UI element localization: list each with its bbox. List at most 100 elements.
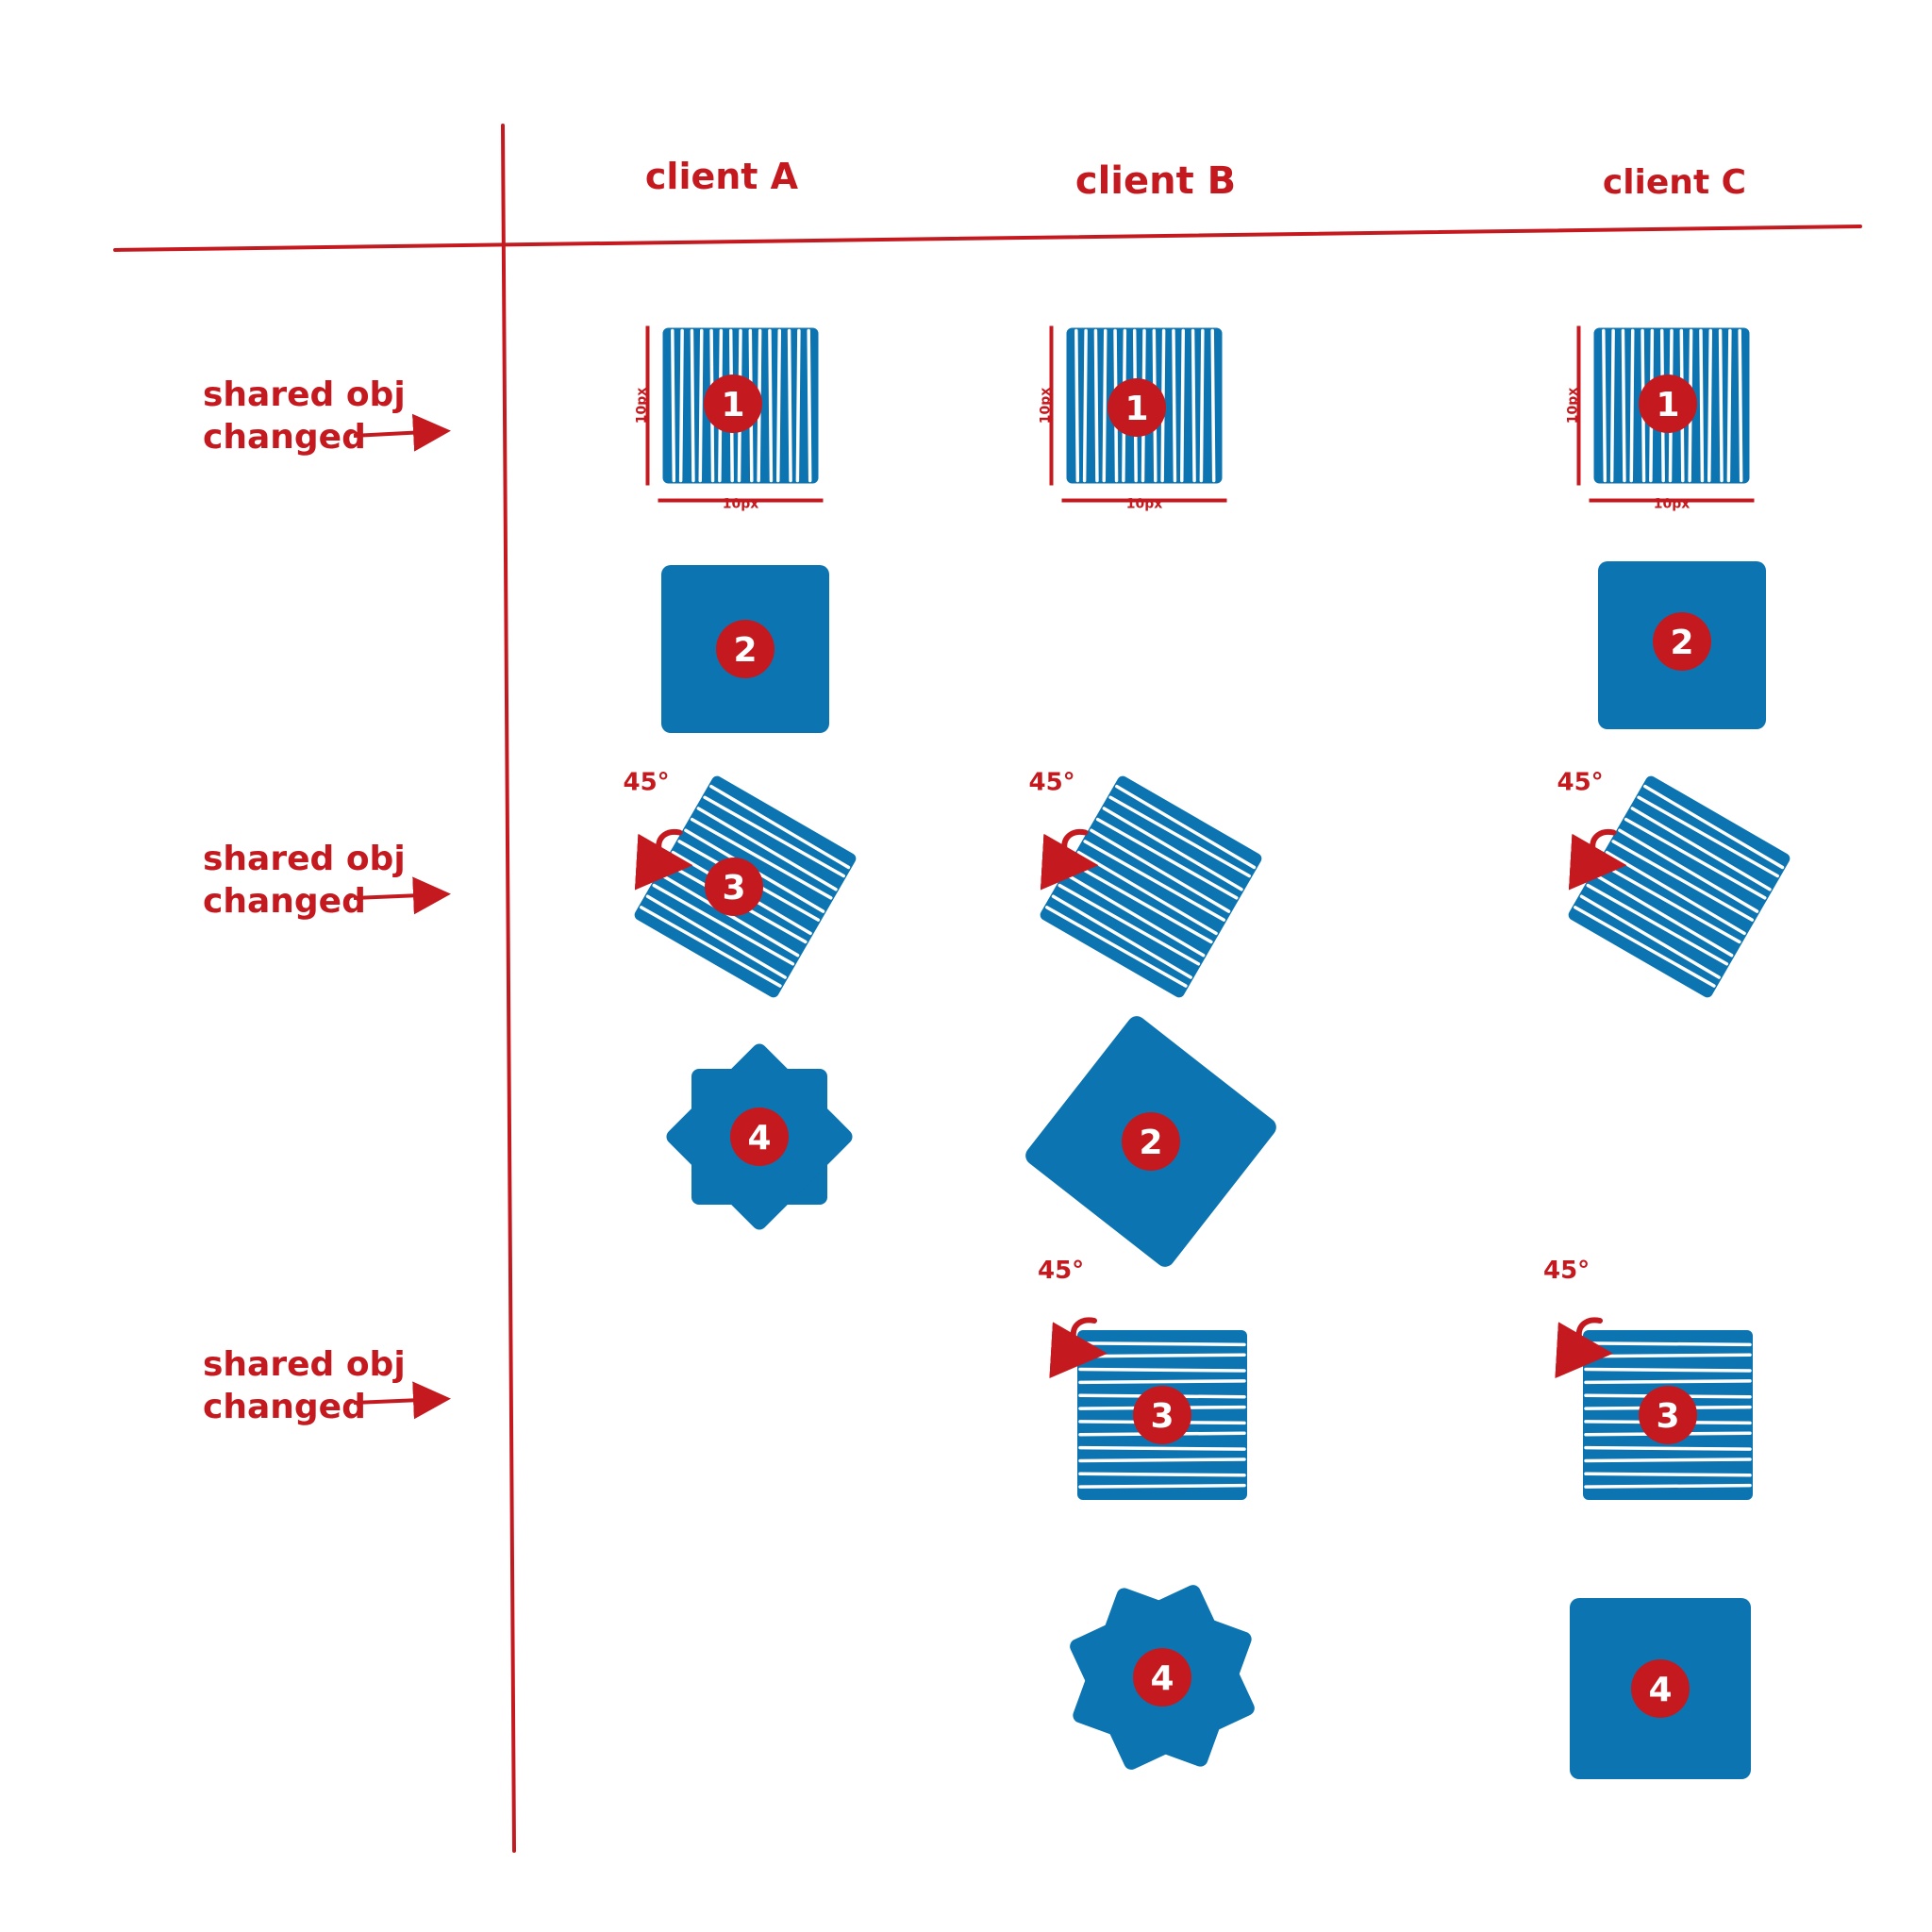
stripe-line <box>1108 795 1251 878</box>
stripe-line <box>698 328 704 483</box>
number-badge-label: 2 <box>1670 624 1693 662</box>
stripe-line <box>1602 328 1607 483</box>
number-badge-label: 2 <box>733 631 757 670</box>
stripe-line <box>1584 1457 1752 1463</box>
column-divider-line <box>501 124 516 1853</box>
number-badge-label: 4 <box>747 1119 771 1158</box>
shape-client-b-horizontal-stripes <box>1040 775 1262 998</box>
stripe-line <box>1090 828 1231 913</box>
stripe-line <box>1609 328 1615 483</box>
number-badge-label: 1 <box>1656 386 1679 425</box>
rotation-arrow <box>1040 828 1099 891</box>
stripe-line <box>1584 1367 1752 1373</box>
number-badge-label: 4 <box>1648 1671 1672 1709</box>
stripe-line <box>1584 1379 1752 1385</box>
stripe-line <box>1718 328 1724 483</box>
stripe-line <box>1726 328 1732 483</box>
stripe-line <box>1574 906 1716 988</box>
number-badge <box>704 375 762 433</box>
number-badge <box>1108 378 1166 437</box>
number-badge-label: 1 <box>721 386 744 425</box>
row-label-line1: shared obj <box>203 840 406 878</box>
stripe-line <box>1629 328 1635 483</box>
stripe-line <box>1180 328 1185 483</box>
row-label-3: shared obj changed <box>203 1345 451 1426</box>
rotate-icon: 45° <box>1029 769 1099 891</box>
stripe-line <box>1611 840 1755 922</box>
number-badge <box>1639 1386 1697 1444</box>
stripe-line <box>776 328 781 483</box>
number-badge <box>716 620 774 678</box>
stripe-line <box>1605 850 1746 936</box>
rotation-arrow <box>1555 1317 1613 1379</box>
stripe-line <box>1738 328 1743 483</box>
number-badge <box>1133 1648 1191 1707</box>
stripe-line <box>652 883 795 966</box>
row-label-2: shared obj changed <box>203 840 451 921</box>
arrow-icon <box>353 413 451 452</box>
rotation-arrow <box>1568 828 1627 891</box>
rotation-label: 45° <box>1543 1257 1590 1285</box>
rotation-arrow <box>1049 1317 1108 1379</box>
rotation-label: 45° <box>1557 769 1604 797</box>
stripe-line <box>1637 795 1779 878</box>
number-badge <box>1122 1112 1180 1171</box>
stripe-line <box>1074 328 1080 483</box>
row-label-line2: changed <box>203 1388 366 1426</box>
stripe-line <box>1078 1472 1246 1477</box>
number-badge <box>1133 1386 1191 1444</box>
number-badge-label: 1 <box>1124 390 1148 428</box>
stripe-line <box>795 328 801 483</box>
stripe-line <box>1191 328 1196 483</box>
rotation-label: 45° <box>1038 1257 1084 1285</box>
stripe-line <box>1093 328 1099 483</box>
stripe-line <box>768 328 774 483</box>
number-badge <box>705 858 763 916</box>
stripe-line <box>1199 328 1205 483</box>
stripe-line <box>1621 328 1626 483</box>
stripe-line <box>1115 784 1257 870</box>
width-dimension-label: 10px <box>723 497 759 512</box>
stripe-line <box>1584 1483 1752 1489</box>
stripe-line <box>1584 1353 1752 1358</box>
stripe-line <box>1083 840 1226 922</box>
number-badge <box>1639 375 1697 433</box>
stripe-line <box>671 328 676 483</box>
stripe-line <box>1584 1445 1752 1451</box>
row-label-line2: changed <box>203 882 366 921</box>
width-dimension-label: 10px <box>1126 497 1163 512</box>
rotation-label: 45° <box>1029 769 1075 797</box>
header-divider-line <box>113 225 1862 252</box>
stripe-line <box>678 328 684 483</box>
stripe-line <box>1082 328 1088 483</box>
stripe-line <box>1078 1445 1246 1451</box>
number-badge-label: 3 <box>722 869 745 908</box>
stripe-line <box>1051 894 1192 979</box>
stripe-line <box>787 328 792 483</box>
stripe-line <box>1078 1353 1246 1358</box>
stripe-line <box>1172 328 1177 483</box>
stripe-line <box>1078 1379 1246 1385</box>
arrow-icon <box>353 876 451 915</box>
number-badge <box>730 1108 789 1166</box>
height-dimension-label: 10px <box>1566 388 1581 425</box>
rotation-label: 45° <box>624 769 670 797</box>
rotation-arrow <box>634 828 693 891</box>
height-dimension-label: 10px <box>635 388 650 425</box>
column-header-client-a: client A <box>645 156 799 197</box>
dimension-markers: 10px 10px <box>635 325 824 512</box>
stripe-line <box>1630 807 1772 891</box>
row-label-line1: shared obj <box>203 1345 406 1384</box>
number-badge-label: 3 <box>1656 1397 1679 1436</box>
arrow-icon <box>353 1381 451 1420</box>
stripe-line <box>1076 850 1218 936</box>
stripe-line <box>1058 883 1201 966</box>
stripe-line <box>1586 883 1729 966</box>
stripe-line <box>690 817 833 900</box>
stripe-line <box>1643 784 1785 870</box>
stripe-line <box>1045 906 1188 988</box>
row-label-1: shared obj changed <box>203 375 451 457</box>
